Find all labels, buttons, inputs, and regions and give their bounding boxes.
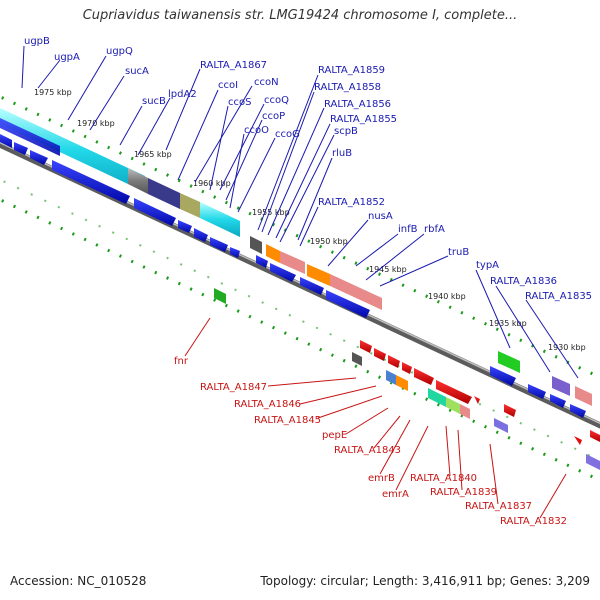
map-title: Cupriavidus taiwanensis str. LMG19424 ch… <box>82 8 518 23</box>
gene-label: sucA <box>125 66 149 77</box>
summary-text: Topology: circular; Length: 3,416,911 bp… <box>260 574 590 588</box>
gene-label: RALTA_A1832 <box>500 516 567 527</box>
upper-track <box>0 95 600 379</box>
gene-label: RALTA_A1845 <box>254 415 321 426</box>
tick-label: 1975 kbp <box>34 88 72 97</box>
gene-label: truB <box>448 247 469 258</box>
gene-label: ugpA <box>54 52 80 63</box>
gene-label: ugpB <box>24 36 50 47</box>
gene-label: fnr <box>174 356 189 367</box>
bottom-leaders <box>184 317 567 519</box>
gene-label: ccoS <box>228 97 251 108</box>
scale-ticks: 1975 kbp 1970 kbp 1965 kbp 1960 kbp 1955… <box>34 88 586 352</box>
gene-label: RALTA_A1846 <box>234 399 301 410</box>
gene-label: emrA <box>382 489 409 500</box>
gene-label: RALTA_A1858 <box>314 82 381 93</box>
tick-label: 1965 kbp <box>134 150 172 159</box>
gene-label: rluB <box>332 148 352 159</box>
accession-text: Accession: NC_010528 <box>10 574 147 588</box>
gene-label: ccoP <box>262 111 285 122</box>
tick-label: 1970 kbp <box>77 119 115 128</box>
tick-label: 1930 kbp <box>548 343 586 352</box>
left-forward-block <box>0 118 60 156</box>
gene-label: RALTA_A1839 <box>430 487 497 498</box>
tick-label: 1940 kbp <box>428 292 466 301</box>
gene-label: nusA <box>368 211 393 222</box>
tick-label: 1950 kbp <box>310 237 348 246</box>
top-gene-labels: ugpB ugpA ugpQ sucA sucB lpdA2 RALTA_A18… <box>24 36 592 302</box>
gene-label: pepE <box>322 430 347 441</box>
gene-label: ccoN <box>254 77 279 88</box>
gene-label: RALTA_A1836 <box>490 276 557 287</box>
tick-label: 1945 kbp <box>369 265 407 274</box>
tick-label: 1935 kbp <box>489 319 527 328</box>
feature-band-upper <box>0 108 592 406</box>
gene-label: RALTA_A1856 <box>324 99 391 110</box>
top-leaders <box>21 45 579 379</box>
gene-label: scpB <box>334 126 358 137</box>
gene-label: RALTA_A1840 <box>410 473 477 484</box>
gene-label: emrB <box>368 473 395 484</box>
gene-label: infB <box>398 224 418 235</box>
gene-label: ccoI <box>218 80 238 91</box>
gene-label: RALTA_A1835 <box>525 291 592 302</box>
tick-label: 1955 kbp <box>252 208 290 217</box>
gene-label: typA <box>476 260 499 271</box>
gene-label: RALTA_A1847 <box>200 382 267 393</box>
bottom-gene-labels: fnr RALTA_A1847 RALTA_A1846 RALTA_A1845 … <box>174 356 567 527</box>
gene-label: ccoG <box>275 129 300 140</box>
gene-label: RALTA_A1859 <box>318 65 385 76</box>
gene-label: RALTA_A1852 <box>318 197 385 208</box>
forward-genes <box>0 134 586 418</box>
gene-label: RALTA_A1837 <box>465 501 532 512</box>
gene-label: RALTA_A1843 <box>334 445 401 456</box>
feature-band-lower <box>214 288 600 470</box>
gene-label: rbfA <box>424 224 445 235</box>
reverse-genes <box>360 340 600 442</box>
gene-label: RALTA_A1867 <box>200 60 267 71</box>
mid-track <box>0 178 600 462</box>
gene-label: RALTA_A1855 <box>330 114 397 125</box>
gene-label: ccoQ <box>264 95 289 106</box>
gene-label: ccoO <box>244 125 269 136</box>
gene-label: ugpQ <box>106 46 133 57</box>
gene-label: lpdA2 <box>168 89 197 100</box>
lower-track <box>0 198 600 482</box>
gene-label: sucB <box>142 96 166 107</box>
